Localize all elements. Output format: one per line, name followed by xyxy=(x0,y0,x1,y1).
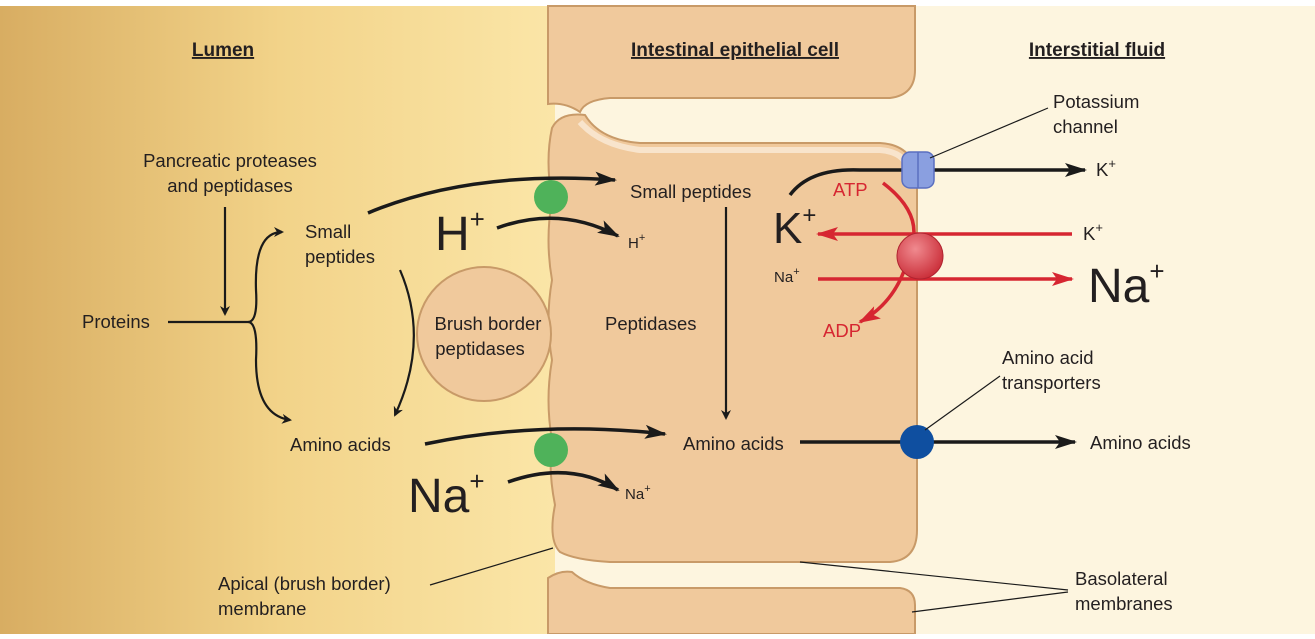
proteins-label: Proteins xyxy=(82,311,150,332)
h-symport-arrow xyxy=(496,216,620,238)
upper-epithelial-cell xyxy=(547,5,916,114)
lumen-h-ion: H+ xyxy=(435,204,485,261)
cell-amino-acids-label: Amino acids xyxy=(683,433,784,454)
potassium-channel-label-line1: Potassium xyxy=(1053,91,1139,112)
cell-header: Intestinal epithelial cell xyxy=(631,40,839,61)
na-k-pump xyxy=(896,232,944,280)
interstitial-amino-acids-label: Amino acids xyxy=(1090,432,1191,453)
na-symport-arrow xyxy=(507,470,620,492)
apical-pointer xyxy=(429,547,554,586)
aa-transporters-label-line1: Amino acid xyxy=(1002,347,1094,368)
atp-label: ATP xyxy=(833,179,868,200)
peptide-symport-arrow xyxy=(367,171,617,215)
brush-border-label-line1: Brush border xyxy=(435,313,542,334)
pancreatic-label-line2: and peptidases xyxy=(167,175,293,196)
lumen-amino-acids-label: Amino acids xyxy=(290,434,391,455)
apical-label-line1: Apical (brush border) xyxy=(218,573,391,594)
intestinal-epithelial-cell xyxy=(547,113,918,563)
potassium-channel-pointer xyxy=(929,107,1049,159)
cell-peptidases-label: Peptidases xyxy=(605,313,697,334)
peptides-to-aminoacids-arrow xyxy=(393,269,415,417)
cell-k-ion: K+ xyxy=(773,202,816,253)
lower-epithelial-cell xyxy=(547,570,916,635)
interstitial-header: Interstitial fluid xyxy=(1029,40,1165,61)
adp-label: ADP xyxy=(823,320,861,341)
cell-na-ion: Na+ xyxy=(625,483,651,503)
brush-border-peptidases-circle xyxy=(416,266,552,402)
potassium-channel-label-line2: channel xyxy=(1053,116,1118,137)
lumen-na-ion: Na+ xyxy=(408,466,485,523)
k-channel-arrow xyxy=(788,163,1087,197)
proteins-to-aminoacids-arrow xyxy=(247,320,292,424)
basolateral-pointer-2 xyxy=(911,591,1069,613)
basolateral-label-line2: membranes xyxy=(1075,593,1173,614)
k-in-label: K+ xyxy=(1083,220,1103,244)
cell-h-ion: H+ xyxy=(628,232,645,252)
pancreatic-label-line1: Pancreatic proteases xyxy=(143,150,317,171)
peptide-h-symporter xyxy=(534,180,568,214)
proteins-to-peptides-arrow xyxy=(247,227,284,324)
aminoacid-na-symporter xyxy=(534,433,568,467)
cell-na-pump-ion: Na+ xyxy=(774,266,800,286)
potassium-channel xyxy=(901,151,935,189)
cell-small-peptides-label: Small peptides xyxy=(630,181,751,202)
basolateral-pointer-1 xyxy=(799,561,1069,591)
aa-transporters-label-line2: transporters xyxy=(1002,372,1101,393)
aa-transporter-pointer xyxy=(924,375,1001,431)
aminoacid-symport-arrow xyxy=(424,424,667,446)
interstitial-na-ion: Na+ xyxy=(1088,256,1165,313)
apical-label-line2: membrane xyxy=(218,598,306,619)
small-peptides-label-line2: peptides xyxy=(305,246,375,267)
k-out-label: K+ xyxy=(1096,156,1116,180)
brush-border-label-line2: peptidases xyxy=(435,338,524,359)
small-peptides-label-line1: Small xyxy=(305,221,351,242)
basolateral-label-line1: Basolateral xyxy=(1075,568,1168,589)
amino-acid-transporter xyxy=(900,425,934,459)
lumen-header: Lumen xyxy=(192,40,254,61)
